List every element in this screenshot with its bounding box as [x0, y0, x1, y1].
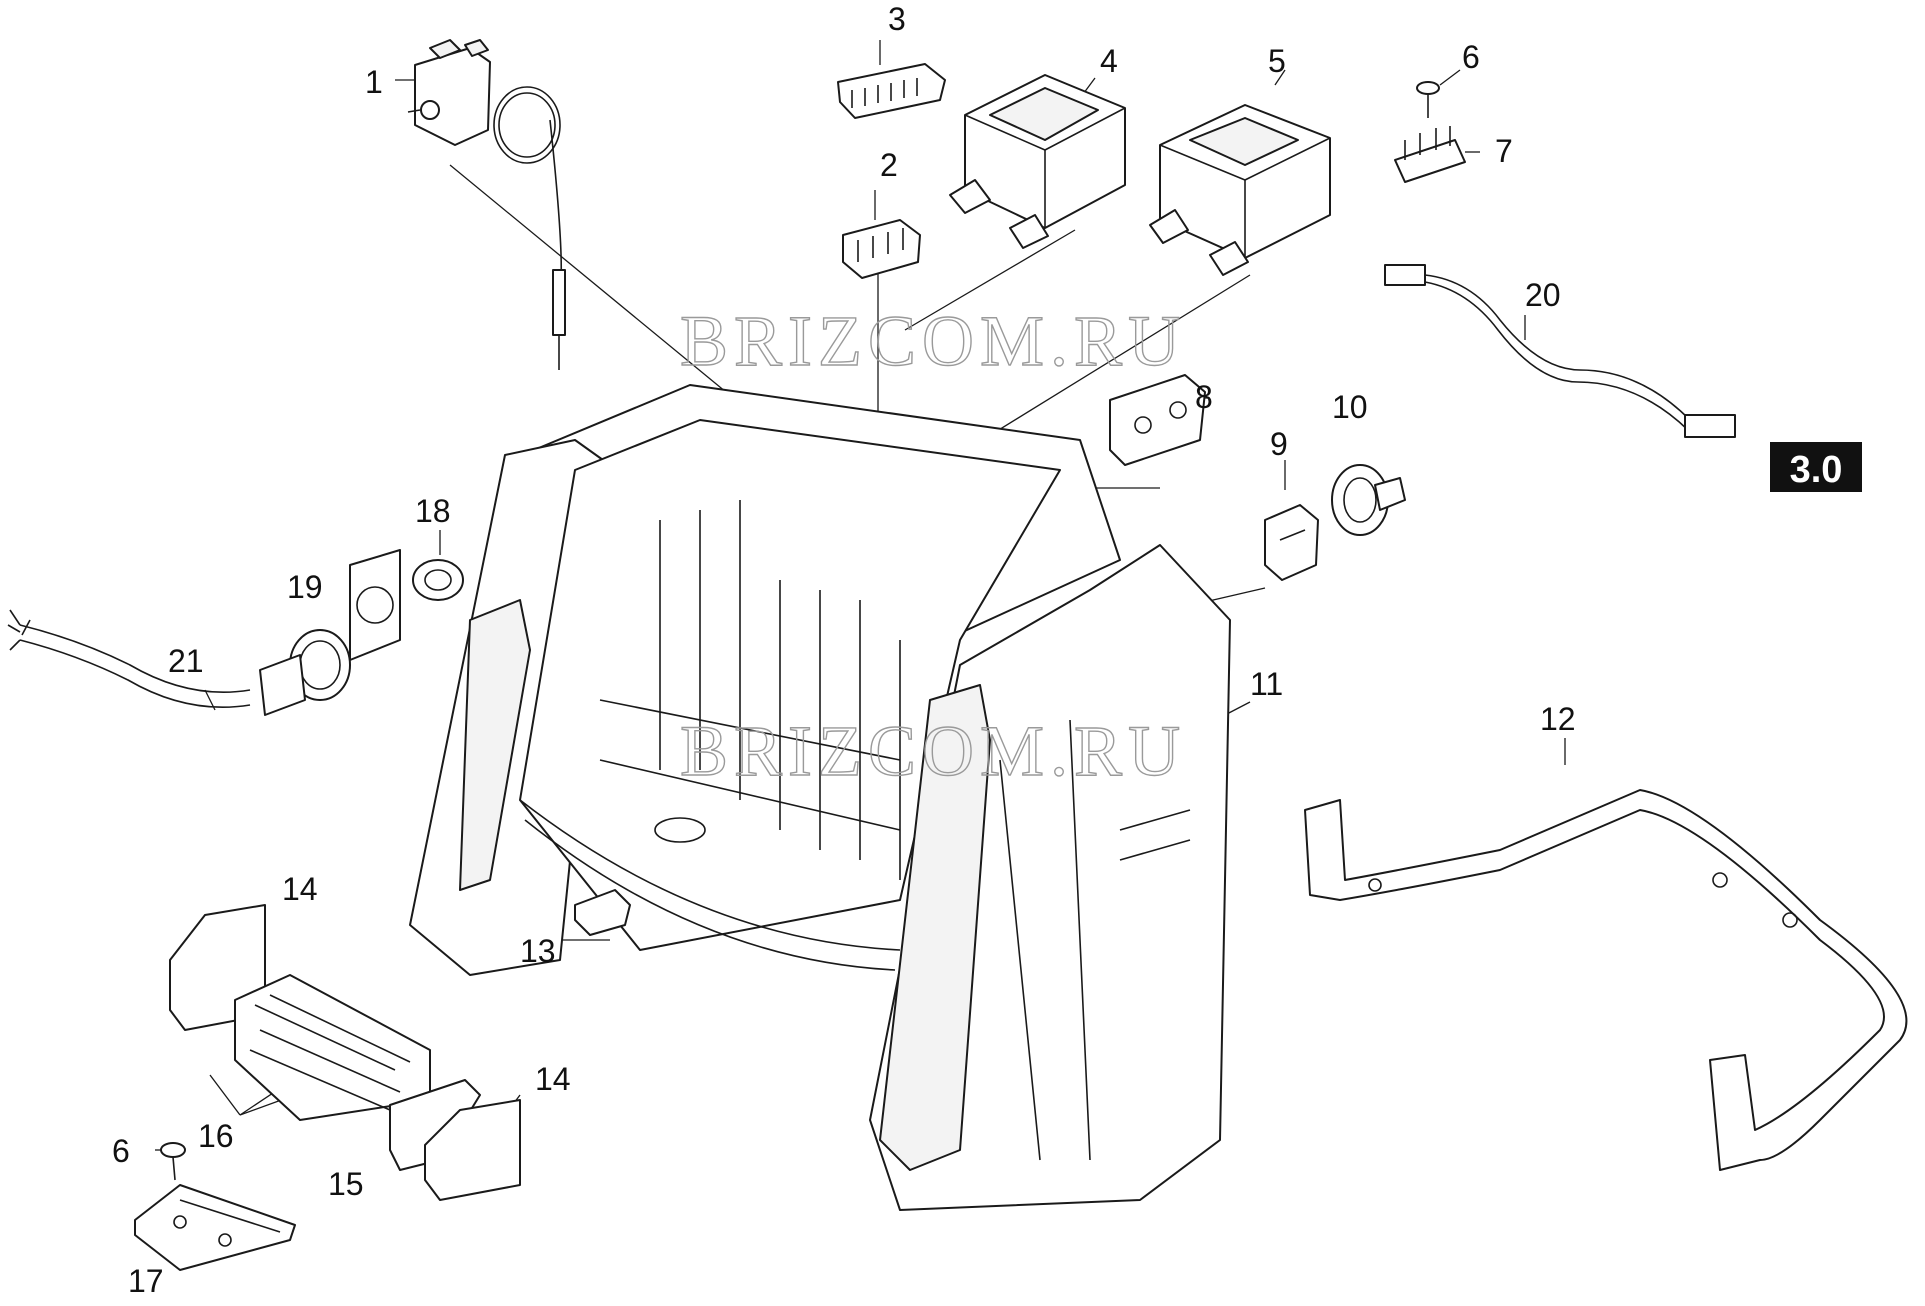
- cable-harness-part: [1384, 264, 1736, 438]
- main-housing-part: [409, 384, 1231, 1211]
- callout-13: 13: [520, 933, 556, 969]
- nut-part: [412, 559, 464, 601]
- callout-10: 10: [1332, 389, 1368, 425]
- terminal-block-part: [842, 219, 921, 279]
- callout-1: 1: [365, 64, 383, 100]
- callout-6: 6: [1462, 39, 1480, 75]
- callout-12: 12: [1540, 701, 1576, 737]
- switch-part: [1264, 504, 1319, 581]
- power-cable-part: [7, 609, 251, 708]
- watermark-top: BRIZCOM.RU: [680, 301, 1186, 381]
- callout-labels: 1 2 3 4 5 6 7 8 9 10 11 12 13 14 14 15 1…: [112, 1, 1576, 1299]
- transformer-part-2: [1149, 104, 1331, 276]
- callout-4: 4: [1100, 43, 1118, 79]
- badge-label: 3.0: [1790, 449, 1843, 491]
- callout-8: 8: [1195, 379, 1213, 415]
- comb-bar-part: [837, 63, 946, 119]
- callout-11: 11: [1250, 666, 1283, 702]
- foam-pad-lower-part: [389, 1079, 521, 1201]
- cable-gland-part: [259, 549, 401, 716]
- callout-6-lower: 6: [112, 1133, 130, 1169]
- callout-21: 21: [168, 643, 204, 679]
- knob-part: [1331, 464, 1406, 536]
- screw-rail-part: [134, 1142, 296, 1271]
- callout-14-lower: 14: [535, 1061, 571, 1097]
- callout-15: 15: [328, 1166, 364, 1202]
- watermark-group: BRIZCOM.RU BRIZCOM.RU: [679, 300, 1186, 791]
- transformer-part: [949, 74, 1126, 249]
- handle-frame-part: [1304, 789, 1908, 1171]
- callout-17: 17: [128, 1263, 164, 1299]
- callout-18: 18: [415, 493, 451, 529]
- callout-19: 19: [287, 569, 323, 605]
- callout-14-upper: 14: [282, 871, 318, 907]
- callout-7: 7: [1495, 133, 1513, 169]
- callout-20: 20: [1525, 277, 1561, 313]
- callout-3: 3: [888, 1, 906, 37]
- reference-badge: 3.0: [1770, 442, 1862, 492]
- callout-5: 5: [1268, 43, 1286, 79]
- callout-2: 2: [880, 147, 898, 183]
- callout-16: 16: [198, 1118, 234, 1154]
- callout-9: 9: [1270, 426, 1288, 462]
- thermostat-part: [407, 39, 566, 370]
- clip-part: [574, 889, 631, 936]
- terminal-strip-part: [1394, 126, 1466, 183]
- bracket-plate-part: [1109, 374, 1206, 466]
- screw-part-top: [1416, 81, 1440, 118]
- watermark-middle: BRIZCOM.RU: [680, 711, 1186, 791]
